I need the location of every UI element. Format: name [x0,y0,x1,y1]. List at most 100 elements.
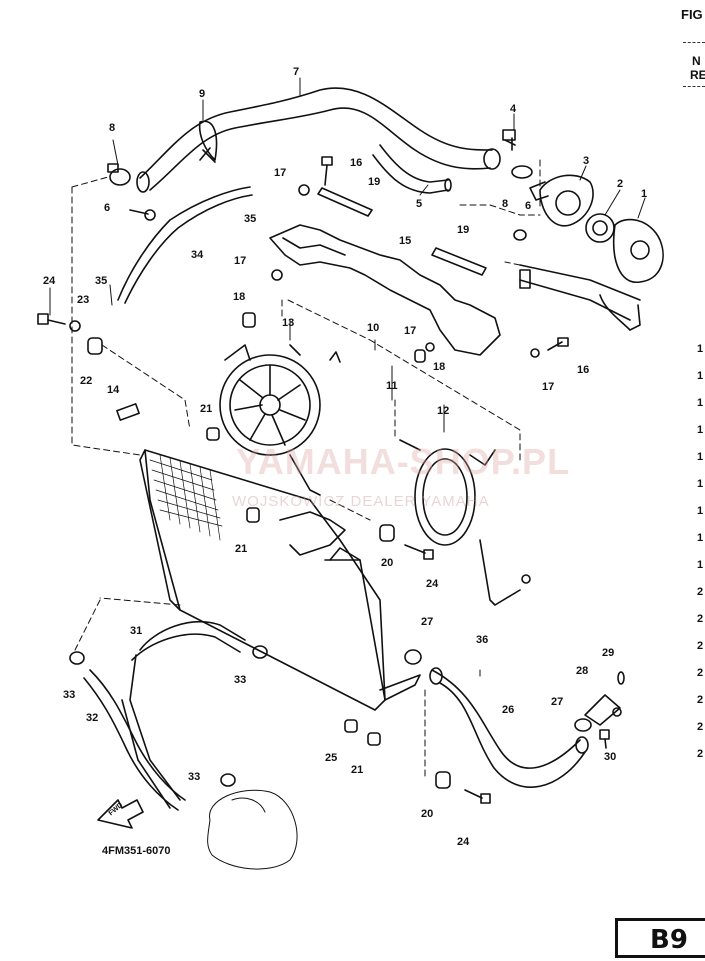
callout-27-a: 27 [421,616,434,628]
pad-14 [116,403,140,421]
washer-23 [69,320,81,332]
cut-column-number: 2 [697,613,704,625]
fan-12 [399,439,531,606]
callout-19-a: 19 [368,176,381,188]
radiator-10 [139,449,421,711]
cut-column-number: 1 [697,559,704,571]
cut-column-number: 1 [697,505,704,517]
bracket-15 [269,187,501,356]
callout-33-b: 33 [234,674,247,686]
lower-hose-26 [429,667,589,788]
fan-13 [219,344,341,496]
callout-18-b: 18 [433,361,446,373]
callout-25: 25 [325,752,338,764]
hose-31 [121,621,246,809]
collar-25 [344,719,358,733]
cut-column-number: 1 [697,451,704,463]
nut-17-a [298,184,310,196]
callout-5: 5 [416,198,423,210]
callout-15: 15 [399,235,412,247]
callout-23: 23 [77,294,90,306]
callout-3: 3 [583,155,590,167]
watermark-brand: YAMAHA-SHOP.PL [236,441,571,482]
bolt-30 [599,729,610,749]
callout-30: 30 [604,751,617,763]
fitting-28 [584,694,622,726]
callout-24-b: 24 [426,578,439,590]
nut-17-b [271,269,283,281]
page-box-label: B9 [650,925,688,955]
callout-26: 26 [502,704,515,716]
bolt-6-left [129,209,156,221]
water-pump-outline [207,789,298,870]
hose-32 [83,669,186,811]
callout-33-c: 33 [188,771,201,783]
grommet-22 [87,337,103,355]
grommet-20-b [435,771,451,789]
fwd-arrow-icon [97,799,144,829]
cut-column-number: 1 [697,424,704,436]
callout-33-a: 33 [63,689,76,701]
callout-17-d: 17 [542,381,555,393]
callout-13: 13 [282,317,295,329]
callout-10: 10 [367,322,380,334]
cut-column-number: 2 [697,694,704,706]
callout-12: 12 [437,405,450,417]
callout-11: 11 [386,380,398,392]
callout-28: 28 [576,665,589,677]
collar-18-b [414,349,426,363]
leader-lines [71,159,541,781]
callout-6-right: 6 [525,200,532,212]
cut-column-number: 1 [697,397,704,409]
callout-36: 36 [476,634,489,646]
callout-22: 22 [80,375,93,387]
callout-4: 4 [510,103,517,115]
bolt-24-b [404,544,434,560]
cut-column-number: 1 [697,370,704,382]
header-divider-top [683,42,705,43]
cut-column-number: 1 [697,343,704,355]
clamp-33-b [252,645,268,659]
clamp-27-b [574,718,592,732]
watermark-tagline: WOJSKOWICZ DEALER YAMAHA [232,493,490,510]
cut-column-number: 2 [697,721,704,733]
callout-32: 32 [86,712,99,724]
callout-34: 34 [191,249,204,261]
callout-16-top: 16 [350,157,363,169]
clamp-8-left [107,163,131,186]
callout-8-left: 8 [109,122,116,134]
cut-column-number: 2 [697,748,704,760]
callout-17-b: 17 [234,255,247,267]
callout-7: 7 [293,66,300,78]
cut-column-number: 1 [697,478,704,490]
callout-21-a: 21 [200,403,213,415]
diagram-code: 4FM351-6070 [102,845,171,857]
header-n: N [692,54,701,68]
callout-19-b: 19 [457,224,470,236]
callout-20-a: 20 [381,557,394,569]
callout-17-c: 17 [404,325,417,337]
cut-column-number: 2 [697,586,704,598]
callout-6-left: 6 [104,202,111,214]
bolt-24-c [464,789,491,804]
callout-21-b: 21 [235,543,248,555]
callout-20-b: 20 [421,808,434,820]
oring-29 [617,671,625,685]
breather-hose-5 [372,144,452,194]
collar-18-a [242,312,256,328]
nut-17-d [530,348,540,358]
collar-21-b [246,507,260,523]
callout-8-right: 8 [502,198,509,210]
callout-31: 31 [130,625,143,637]
bolt-24-a [37,313,66,325]
callout-21-c: 21 [351,764,364,776]
nut-17-c [425,342,435,352]
upper-radiator-hose [136,87,501,193]
callout-27-b: 27 [551,696,564,708]
clamp-27-a [404,649,422,665]
grommet-20-a [379,524,395,542]
cut-column-number: 2 [697,667,704,679]
callout-18-a: 18 [233,291,246,303]
collar-21-c [367,732,381,746]
header-re: RE [690,68,705,82]
